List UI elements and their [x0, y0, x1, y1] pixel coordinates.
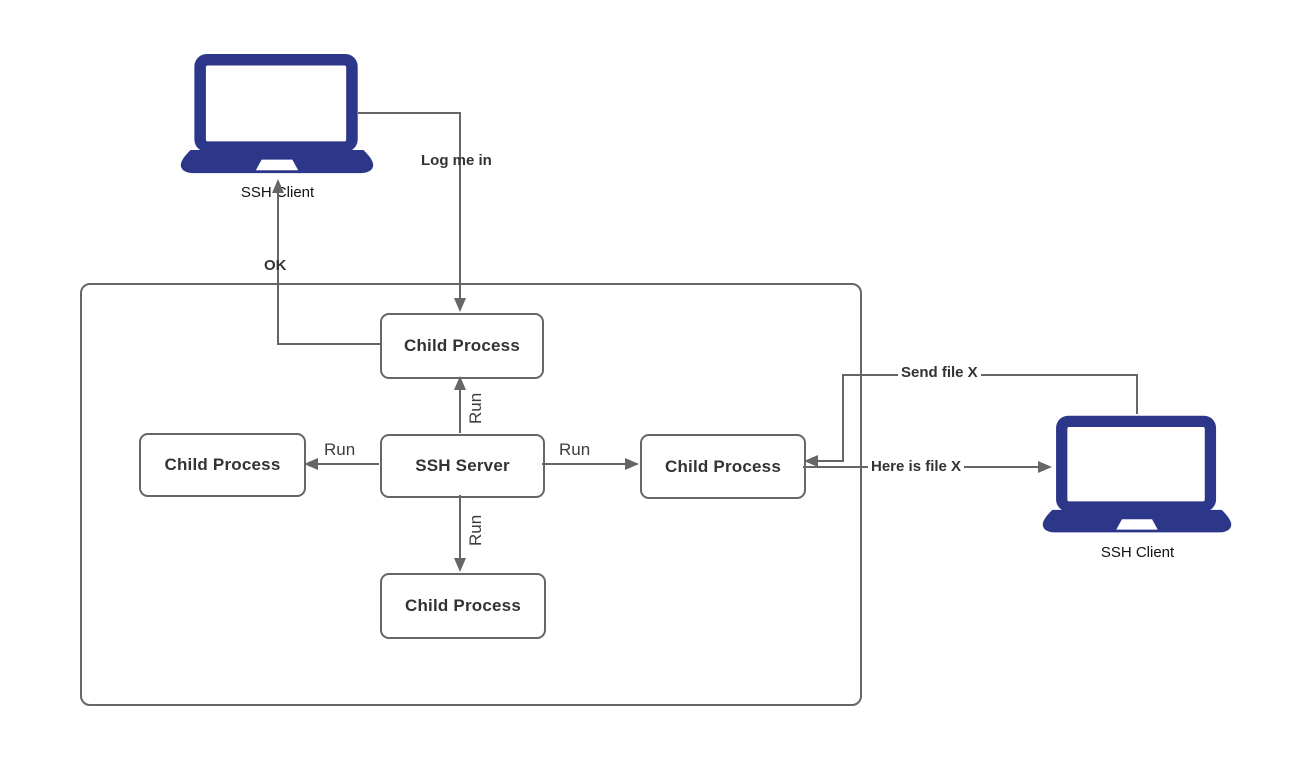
- child-process-right-node: Child Process: [640, 434, 806, 499]
- edge-label-run-left: Run: [324, 440, 356, 459]
- edge-label-log-me-in: Log me in: [421, 152, 492, 169]
- laptop-notch: [1116, 519, 1158, 530]
- child-process-top-node: Child Process: [380, 313, 544, 379]
- edge-label-send-file: Send file X: [898, 364, 981, 381]
- edge-label-here-is-file: Here is file X: [868, 458, 965, 475]
- child-process-left-node: Child Process: [139, 433, 306, 497]
- ssh-server-node: SSH Server: [380, 434, 545, 498]
- laptop-screen: [1067, 427, 1205, 502]
- laptop-icon: [180, 53, 374, 174]
- laptop-icon: [1042, 415, 1232, 533]
- ssh-client-right-label: SSH Client: [1100, 544, 1175, 561]
- edge-label-run-right: Run: [559, 440, 591, 459]
- laptop-screen: [205, 65, 347, 142]
- edge-label-ok: OK: [264, 257, 287, 274]
- edge-label-run-down: Run: [466, 514, 485, 546]
- laptop-icon: [180, 53, 374, 174]
- ssh-client-left-label: SSH Client: [240, 184, 315, 201]
- edge-label-run-up: Run: [466, 392, 485, 424]
- child-process-bottom-node: Child Process: [380, 573, 546, 639]
- laptop-notch: [255, 159, 299, 171]
- laptop-icon: [1042, 415, 1232, 533]
